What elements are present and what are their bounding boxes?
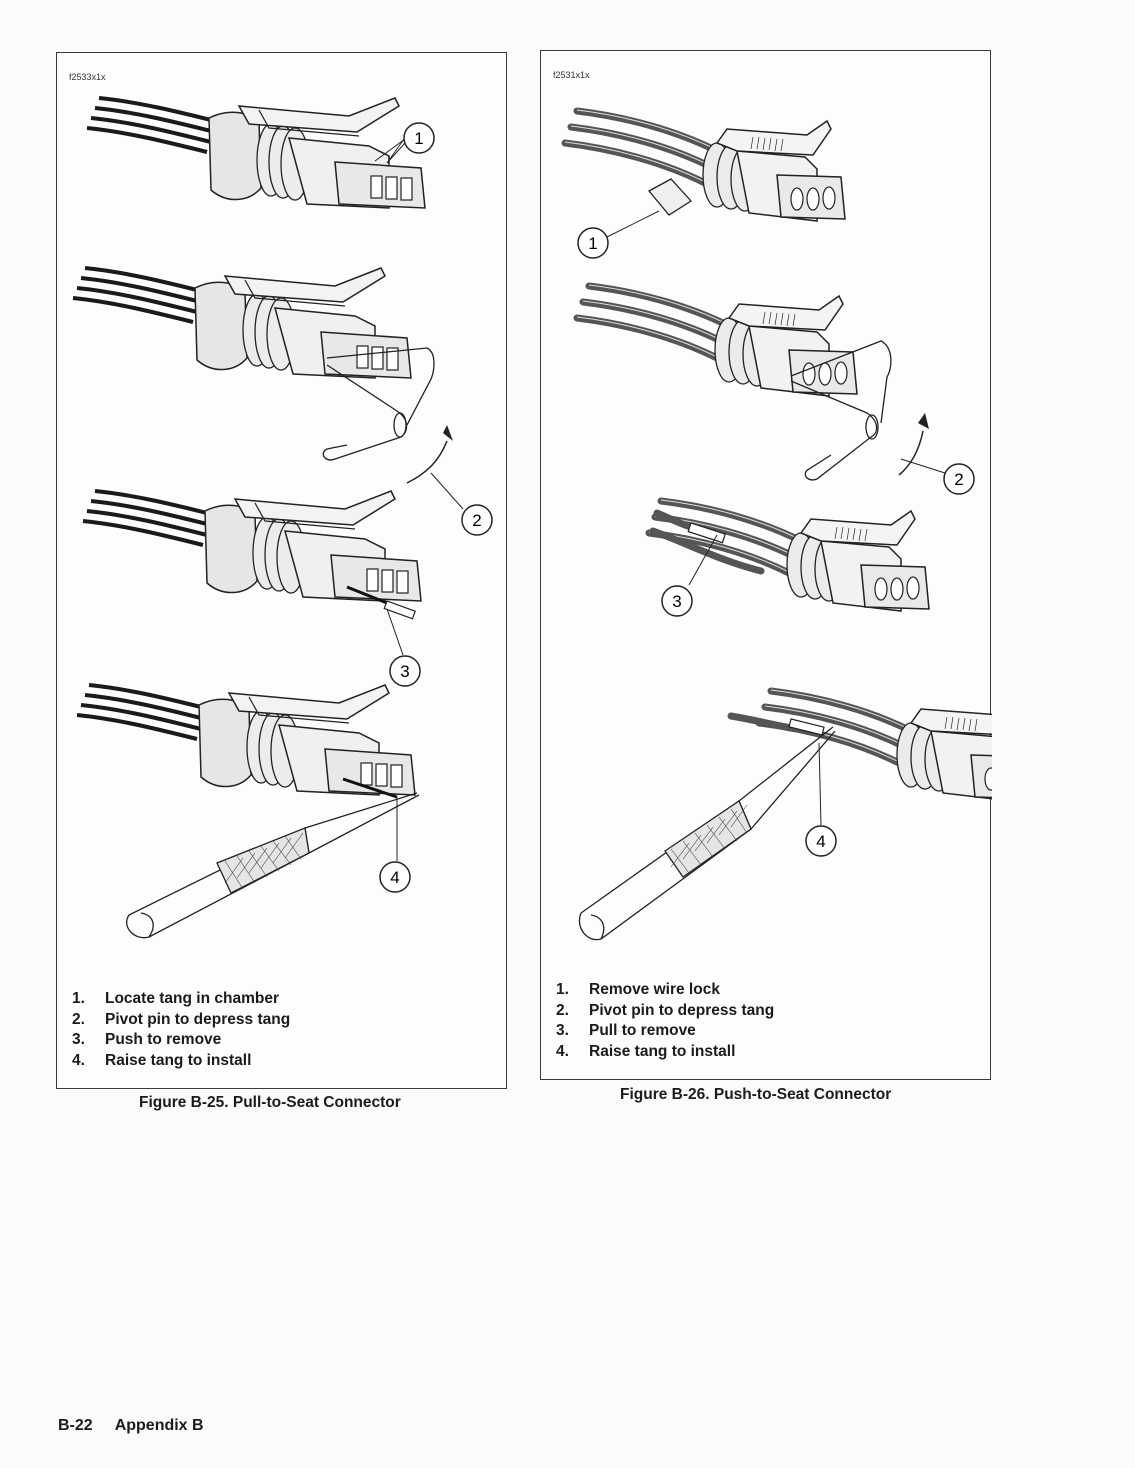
legend-number: 3. — [72, 1031, 85, 1048]
callout-4: 4 — [379, 861, 411, 893]
page-footer: B-22 Appendix B — [58, 1417, 204, 1435]
legend-item: 4. Raise tang to install — [72, 1051, 290, 1072]
legend-item: 3. Push to remove — [72, 1030, 290, 1051]
connector-view-1 — [565, 110, 845, 221]
legend-text: Pivot pin to depress tang — [589, 1001, 775, 1019]
callout-3-label: 3 — [672, 592, 681, 611]
connector-view-4 — [75, 683, 417, 797]
callout-2-label: 2 — [954, 470, 963, 489]
legend-text: Remove wire lock — [589, 981, 720, 998]
legend-number: 2. — [556, 1001, 569, 1019]
callout-4-label: 4 — [816, 832, 825, 851]
pivot-pin — [790, 340, 892, 481]
figure-caption-b26: Figure B-26. Push-to-Seat Connector — [620, 1086, 892, 1103]
callout-3: 3 — [661, 585, 693, 617]
callout-1-label: 1 — [414, 129, 423, 148]
legend-number: 3. — [556, 1022, 569, 1039]
callout-1: 1 — [577, 227, 609, 259]
callout-3-label: 3 — [400, 662, 409, 681]
push-to-seat-illustration: 1 2 3 4 — [541, 51, 992, 941]
callout-4: 4 — [805, 825, 837, 857]
figure-id-label: f2533x1x — [69, 72, 106, 82]
figure-id-label: f2531x1x — [553, 70, 590, 80]
legend-text: Raise tang to install — [105, 1051, 252, 1069]
figure-b25-panel: f2533x1x — [56, 52, 507, 1089]
callout-1-label: 1 — [588, 234, 597, 253]
pivot-pin — [322, 347, 435, 461]
connector-view-2 — [71, 266, 413, 380]
legend-number: 1. — [72, 990, 85, 1007]
pick-tool — [578, 726, 836, 941]
connector-view-4 — [759, 690, 992, 801]
legend-item: 2. Pivot pin to depress tang — [556, 1001, 774, 1022]
legend-text: Push to remove — [105, 1031, 222, 1048]
page-number: B-22 — [58, 1417, 93, 1434]
legend-item: 4. Raise tang to install — [556, 1042, 774, 1063]
legend-number: 4. — [72, 1051, 85, 1069]
callout-4-label: 4 — [390, 868, 399, 887]
legend-number: 4. — [556, 1042, 569, 1060]
legend-text: Pull to remove — [589, 1022, 696, 1039]
wire-lock — [647, 178, 693, 216]
callout-3: 3 — [389, 655, 421, 687]
figure-legend: 1. Locate tang in chamber 2. Pivot pin to … — [72, 989, 290, 1071]
legend-text: Locate tang in chamber — [105, 990, 279, 1007]
legend-item: 1. Locate tang in chamber — [72, 989, 290, 1010]
callout-2: 2 — [461, 504, 493, 536]
legend-text: Raise tang to install — [589, 1042, 736, 1060]
figure-caption-b25: Figure B-25. Pull-to-Seat Connector — [139, 1094, 401, 1111]
connector-view-3 — [81, 489, 423, 603]
section-title: Appendix B — [114, 1417, 204, 1434]
connector-view-1 — [85, 96, 427, 210]
callout-1: 1 — [403, 122, 435, 154]
legend-item: 2. Pivot pin to depress tang — [72, 1010, 290, 1031]
callout-2: 2 — [943, 463, 975, 495]
legend-text: Pivot pin to depress tang — [105, 1010, 291, 1028]
legend-number: 2. — [72, 1010, 85, 1028]
figure-b26-panel: f2531x1x — [540, 50, 991, 1080]
legend-number: 1. — [556, 981, 569, 998]
connector-view-2 — [577, 285, 857, 396]
figure-legend: 1. Remove wire lock 2. Pivot pin to depres… — [556, 980, 774, 1062]
pull-to-seat-illustration: 1 2 3 4 — [71, 96, 493, 939]
legend-item: 3. Pull to remove — [556, 1021, 774, 1042]
pick-tool — [126, 792, 420, 939]
callout-2-label: 2 — [472, 511, 481, 530]
legend-item: 1. Remove wire lock — [556, 980, 774, 1001]
